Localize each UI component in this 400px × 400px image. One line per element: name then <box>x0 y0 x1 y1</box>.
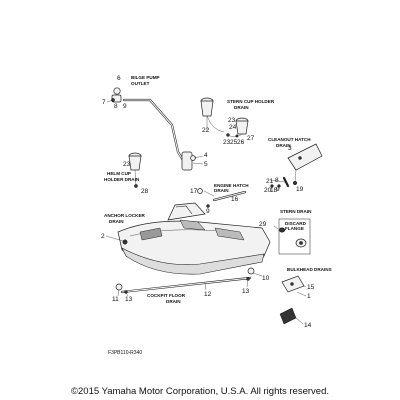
callout-11: 11 <box>112 296 119 303</box>
callout-8: 8 <box>114 103 118 110</box>
bow-seat <box>139 227 163 241</box>
cleanout-hatch-assembly <box>269 143 323 188</box>
outlet-nut <box>113 87 121 95</box>
callout-16: 16 <box>231 196 239 203</box>
bulkhead-drain-valve <box>279 307 297 325</box>
anchor-locker-drain-label: ANCHOR LOCKER DRAIN <box>104 213 146 224</box>
copyright-notice: ©2015 Yamaha Motor Corporation, U.S.A. A… <box>71 386 329 397</box>
callout-8-cleanout: 8 <box>275 177 279 184</box>
engine-hatch-clamp <box>206 204 210 208</box>
callout-29: 29 <box>259 221 267 228</box>
anchor-locker-drain-plug <box>122 239 128 245</box>
stern-drain-label: STERN DRAIN <box>280 209 312 214</box>
callout-5: 5 <box>204 161 208 168</box>
stern-cup-tee <box>226 133 230 137</box>
bilge-pump-outlet-assembly <box>106 87 204 171</box>
stern-cup-clamp <box>235 134 239 138</box>
callout-9-cleanout: 9 <box>276 186 280 193</box>
callout-9-engine: 9 <box>206 208 210 215</box>
callout-22: 22 <box>202 127 210 134</box>
callout-24: 24 <box>229 124 237 131</box>
pump-clip <box>190 155 196 161</box>
discard-flange-box <box>278 218 311 255</box>
callout-14: 14 <box>304 322 312 329</box>
callout-26: 26 <box>237 139 245 146</box>
callout-10: 10 <box>262 275 270 282</box>
cockpit-drain-fitting-right <box>247 267 255 275</box>
cleanout-hatch-cover <box>287 143 323 171</box>
engine-hatch-drain-assembly <box>197 188 247 208</box>
callout-20: 20 <box>264 187 272 194</box>
engine-hatch-fitting <box>197 188 203 194</box>
callout-13-right: 13 <box>242 288 250 295</box>
cockpit-floor-drain-assembly <box>115 267 263 297</box>
callout-27: 27 <box>247 135 255 142</box>
hull-lower <box>121 247 265 275</box>
cleanout-hatch-drain-label: CLEANOUT HATCH DRAIN <box>268 137 312 148</box>
figure-reference-code: F3PB110-R340 <box>108 350 143 356</box>
rear-seat <box>214 227 245 241</box>
bilge-pump-outlet-label: BILGE PUMP OUTLET <box>131 75 161 86</box>
bulkhead-drains-label: BULKHEAD DRAINS <box>287 267 332 272</box>
callout-9: 9 <box>123 103 127 110</box>
discard-flange-label: DISCARD FLANGE <box>285 221 307 231</box>
callout-7: 7 <box>102 99 106 106</box>
callout-25: 25 <box>230 139 238 146</box>
callout-3: 3 <box>288 145 292 152</box>
helm-console <box>179 219 206 231</box>
engine-hatch-drain-label: ENGINE HATCH DRAIN <box>214 183 250 193</box>
stern-cup-holder-assembly <box>200 97 249 138</box>
callout-28: 28 <box>141 188 149 195</box>
callout-6: 6 <box>117 75 121 82</box>
callout-15: 15 <box>307 284 315 291</box>
callout-21: 21 <box>266 178 274 185</box>
callout-19: 19 <box>296 186 304 193</box>
callout-4: 4 <box>204 152 208 159</box>
callout-12: 12 <box>204 291 212 298</box>
callout-1: 1 <box>307 293 311 300</box>
callout-2: 2 <box>101 233 105 240</box>
callout-18: 18 <box>270 187 278 194</box>
boat-hull <box>117 202 271 275</box>
callout-23-stern-lower: 23 <box>223 139 231 146</box>
bilge-pump-body <box>181 151 193 171</box>
helm-cup-holder-drain-label: HELM CUP HOLDER DRAIN <box>104 171 140 182</box>
cockpit-drain-fitting-left <box>115 283 123 291</box>
callout-13-left: 13 <box>125 296 133 303</box>
helm-cup-clamp <box>134 184 138 188</box>
callout-23-stern: 23 <box>228 117 236 124</box>
helm-cup-holder-assembly <box>128 152 142 188</box>
stern-cup-holder-drain-label: STERN CUP HOLDER DRAIN <box>227 99 275 110</box>
windshield <box>167 202 206 221</box>
callout-23-helm: 23 <box>123 161 131 168</box>
bulkhead-drains-assembly <box>279 275 307 325</box>
cockpit-floor-drain-label: COCKPIT FLOOR DRAIN <box>147 293 186 304</box>
stern-drain-assembly <box>273 225 307 248</box>
callout-17: 17 <box>190 188 198 195</box>
cleanout-clamp <box>292 180 298 186</box>
